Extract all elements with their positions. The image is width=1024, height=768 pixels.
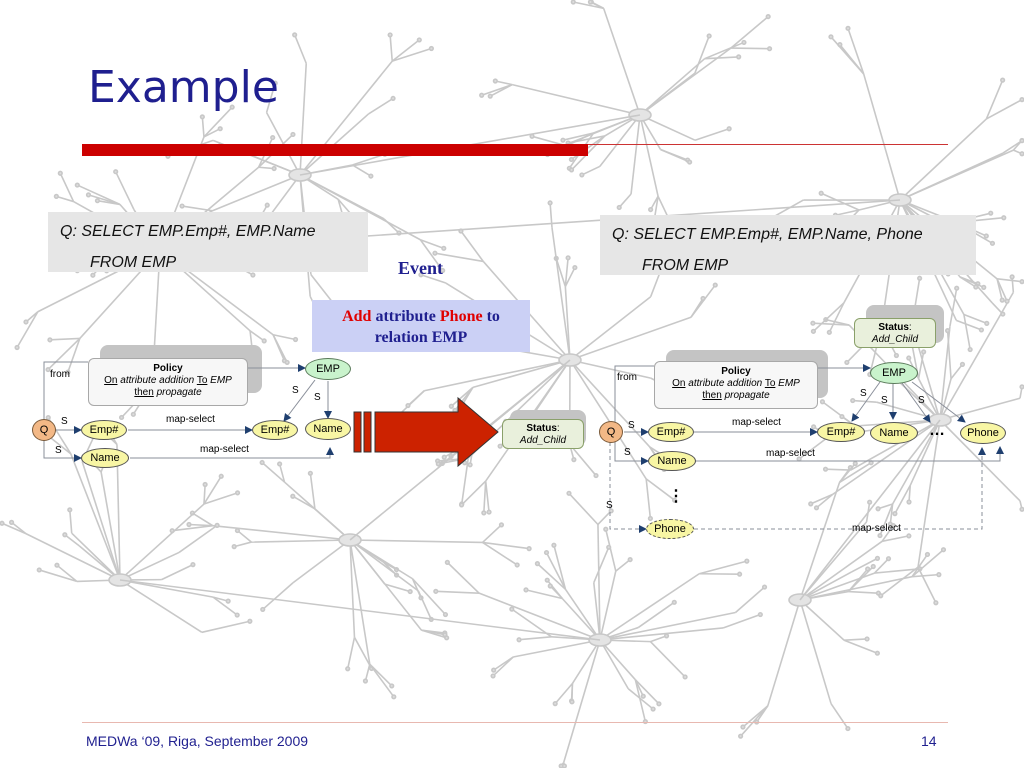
policy-box-right: Policy On attribute addition To EMP then…	[654, 361, 818, 409]
label-s-right-4: S	[860, 388, 867, 399]
policy-attr-addition-right: attribute addition	[688, 378, 763, 389]
edge-left-q-name	[43, 440, 82, 462]
label-s-left-4: S	[314, 392, 321, 403]
event-label: Event	[398, 258, 443, 278]
label-s-right-1: S	[628, 420, 635, 431]
policy-then: then	[134, 387, 154, 398]
status-box-right: Status: Add_Child	[854, 318, 936, 348]
edge-left-map-name	[130, 447, 334, 459]
status-colon: :	[556, 423, 560, 434]
node-q-right: Q	[599, 421, 623, 443]
policy-emp: EMP	[210, 375, 232, 386]
status-box-middle: Status: Add_Child	[502, 419, 584, 449]
edge-left-emp-emphash	[283, 379, 316, 422]
node-phone-right-dashed: Phone	[646, 519, 694, 539]
event-attribute-word: attribute	[375, 308, 436, 325]
node-emphash-left: Emp#	[81, 420, 127, 440]
node-phone-right: Phone	[960, 422, 1006, 444]
label-map-select-right-1: map-select	[732, 417, 781, 428]
arrow-stripe-2	[363, 411, 372, 453]
node-emphash-right-2: Emp#	[817, 422, 865, 442]
edge-right-emp-phone	[911, 381, 966, 423]
node-emphash-right: Emp#	[648, 422, 694, 442]
node-emp-right: EMP	[870, 362, 918, 384]
slide-title: Example	[88, 62, 279, 113]
arrow-body	[374, 396, 499, 468]
status-label: Status	[526, 423, 557, 434]
label-s-right-3: S	[606, 500, 613, 511]
edge-left-q-from	[43, 361, 88, 420]
node-name-right-2: Name	[870, 422, 918, 444]
footer-rule	[82, 722, 948, 723]
policy-on-right: On	[672, 378, 686, 389]
query-box-right: Q: SELECT EMP.Emp#, EMP.Name, Phone FROM…	[600, 215, 976, 275]
event-add-word: Add	[342, 308, 372, 325]
policy-to-right: To	[764, 378, 776, 389]
label-from-left: from	[50, 369, 70, 380]
label-map-select-left-2: map-select	[200, 444, 249, 455]
edge-right-emp-emphash	[851, 381, 881, 422]
event-description-box: Add attribute Phone to relation EMP	[312, 300, 530, 352]
node-emphash-left-2: Emp#	[252, 420, 298, 440]
query-left-line1: Q: SELECT EMP.Emp#, EMP.Name	[60, 223, 316, 240]
label-s-right-2: S	[624, 447, 631, 458]
policy-box-left: Policy On attribute addition To EMP then…	[88, 358, 248, 406]
policy-on: On	[104, 375, 118, 386]
event-relation-line: relation EMP	[374, 329, 468, 346]
policy-emp-right: EMP	[778, 378, 800, 389]
label-map-select-right-2: map-select	[766, 448, 815, 459]
policy-propagate-right: propagate	[724, 390, 770, 401]
policy-to: To	[196, 375, 208, 386]
label-s-left-2: S	[55, 445, 62, 456]
query-left-line2: FROM EMP	[90, 254, 177, 271]
node-name-left: Name	[81, 448, 129, 468]
status-value: Add_Child	[519, 435, 567, 446]
title-underline-rule	[588, 144, 948, 145]
node-name-left-2: Name	[305, 418, 351, 440]
policy-attr-addition: attribute addition	[120, 375, 195, 386]
policy-heading-right: Policy	[721, 366, 751, 377]
query-right-line2: FROM EMP	[642, 257, 729, 274]
status-colon-right: :	[908, 322, 912, 333]
node-emp-left: EMP	[305, 358, 351, 380]
policy-heading: Policy	[153, 363, 183, 374]
query-box-left: Q: SELECT EMP.Emp#, EMP.Name FROM EMP	[48, 212, 368, 272]
policy-propagate: propagate	[156, 387, 202, 398]
arrow-stripe-1	[353, 411, 362, 453]
ellipsis-right: …	[929, 422, 945, 439]
label-map-select-right-3: map-select	[852, 523, 901, 534]
edge-right-q-name	[614, 442, 649, 465]
edge-right-q-phone-dashed	[609, 442, 647, 533]
page-number: 14	[921, 733, 937, 749]
footer-text: MEDWa ‘09, Riga, September 2009	[86, 733, 309, 749]
event-to-word: to	[486, 308, 500, 325]
edge-right-q-from	[614, 365, 654, 422]
node-q-left: Q	[32, 419, 56, 441]
label-from-right: from	[617, 372, 637, 383]
status-label-right: Status	[878, 322, 909, 333]
label-s-right-5: S	[881, 395, 888, 406]
vertical-dots-right: ⋮	[668, 488, 684, 505]
edge-right-map-name	[694, 446, 1004, 462]
status-value-right: Add_Child	[871, 334, 919, 345]
edge-right-map-phone-dashed	[694, 447, 986, 530]
label-map-select-left-1: map-select	[166, 414, 215, 425]
query-right-line1: Q: SELECT EMP.Emp#, EMP.Name, Phone	[612, 226, 923, 243]
event-phone-word: Phone	[439, 308, 483, 325]
node-name-right: Name	[648, 451, 696, 471]
label-s-right-6: S	[918, 395, 925, 406]
label-s-left-1: S	[61, 416, 68, 427]
label-s-left-3: S	[292, 385, 299, 396]
policy-then-right: then	[702, 390, 722, 401]
edge-right-emp-dots	[901, 382, 931, 423]
title-underline-bar	[82, 144, 588, 156]
